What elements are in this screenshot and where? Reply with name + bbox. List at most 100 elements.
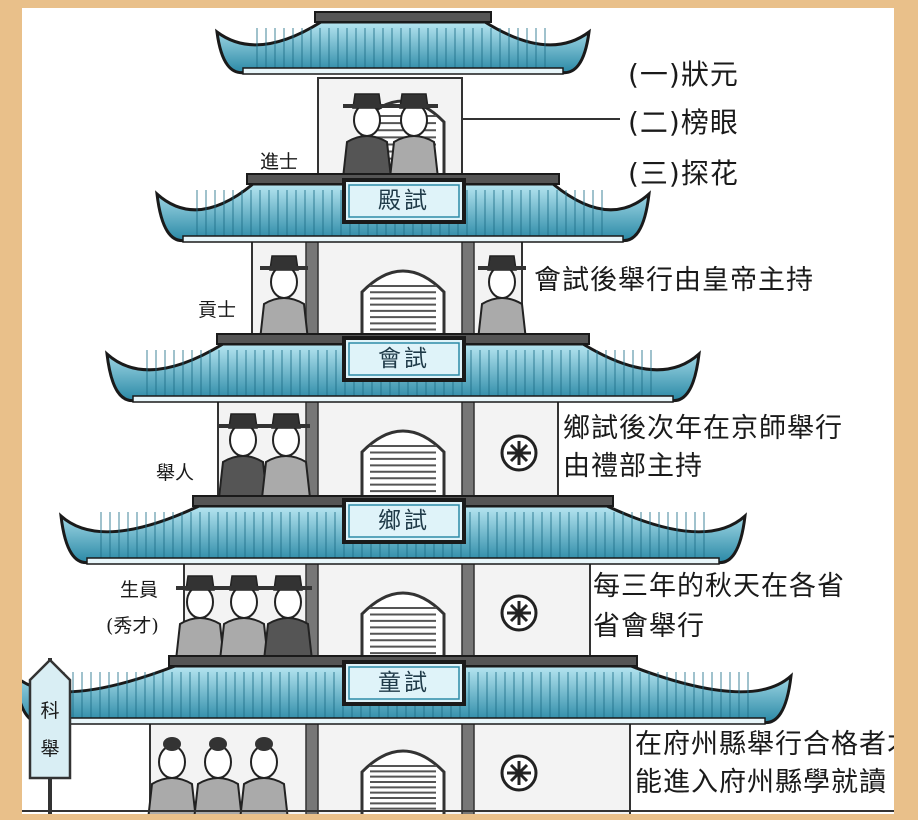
- flag-banner: [28, 658, 72, 780]
- figure-juren-2-head: [272, 423, 300, 457]
- figure-gongshi-left: [258, 255, 310, 341]
- figure-tongsheng-2-robe: [193, 777, 243, 814]
- desc-base-line1: 在府州縣舉行合格者才: [635, 729, 894, 760]
- figure-tongsheng-3-robe: [239, 777, 289, 814]
- flag-char-ju: 舉: [40, 738, 60, 760]
- figure-shengyuan-2-head: [230, 585, 258, 619]
- rank-label-gongshi: 貢士: [198, 299, 237, 321]
- title-bangyan: (二)榜眼: [628, 106, 739, 139]
- figure-tongsheng-1-hair: [163, 737, 181, 751]
- signboard-0: [342, 178, 466, 224]
- window-base-lattice: [507, 761, 531, 785]
- title-tanhua: (三)探花: [628, 157, 739, 190]
- figure-juren-1-robe: [217, 455, 269, 499]
- gate-provincial-arch: [360, 429, 446, 508]
- flag-char-ke: 科: [40, 700, 60, 722]
- figure-juren-1-head: [229, 423, 257, 457]
- window-provincial: [500, 434, 538, 472]
- gate-provincial: [360, 429, 446, 508]
- sign-county-exam: 童試: [378, 670, 430, 696]
- figure-tongsheng-2-hair: [209, 737, 227, 751]
- roof-county-eave: [40, 717, 766, 725]
- figure-palace-1-robe: [341, 135, 393, 179]
- figure-tongsheng-3-hair: [255, 737, 273, 751]
- desc-provincial-line2: 由禮部主持: [563, 451, 703, 482]
- window-provincial-lattice: [507, 441, 531, 465]
- figure-shengyuan-3: [262, 575, 314, 661]
- rank-label-jinshi: 進士: [260, 151, 299, 173]
- gate-metropolitan-arch: [360, 269, 446, 346]
- figure-shengyuan-3-robe: [262, 617, 314, 661]
- figure-shengyuan-1-head: [186, 585, 214, 619]
- figure-palace-2-hat-wings: [390, 104, 438, 108]
- gate-county-arch: [360, 591, 446, 670]
- sign-provincial-exam: 鄉試: [378, 508, 430, 534]
- pillar-7: [461, 719, 475, 814]
- figure-shengyuan-3-head: [274, 585, 302, 619]
- desc-provincial-line1: 鄉試後次年在京師舉行: [563, 413, 843, 444]
- desc-metropolitan-line1: 會試後舉行由皇帝主持: [534, 265, 814, 296]
- figure-shengyuan-2-robe: [218, 617, 270, 661]
- signboard-1: [342, 336, 466, 382]
- figure-palace-2: [388, 93, 440, 179]
- roof-metropolitan-eave: [132, 395, 674, 403]
- roof-top-ridge: [314, 11, 492, 23]
- desc-base-line2: 能進入府州縣學就讀: [635, 767, 887, 798]
- figure-juren-1-hat-wings: [219, 424, 267, 428]
- figure-gongshi-left-head: [270, 265, 298, 299]
- desc-county-line1: 每三年的秋天在各省: [593, 571, 845, 602]
- rank-label-shengyuan: 生員: [120, 579, 159, 601]
- roof-provincial-eave: [86, 557, 720, 565]
- figure-tongsheng-1: [147, 737, 197, 814]
- signboard-inner-3: [348, 666, 460, 700]
- figure-shengyuan-2-hat-wings: [220, 586, 268, 590]
- signboard-3: [342, 660, 466, 706]
- figure-shengyuan-1: [174, 575, 226, 661]
- rank-label-juren: 舉人: [156, 462, 195, 484]
- pillar-1: [461, 237, 475, 345]
- sign-metropolitan-exam: 會試: [378, 346, 430, 372]
- figure-palace-2-robe: [388, 135, 440, 179]
- rank-label-xiucai: (秀才): [106, 615, 159, 637]
- figure-tongsheng-2: [193, 737, 243, 814]
- figure-shengyuan-1-robe: [174, 617, 226, 661]
- figure-juren-1: [217, 413, 269, 499]
- signboard-inner-2: [348, 504, 460, 538]
- figure-shengyuan-2: [218, 575, 270, 661]
- pillar-5: [461, 559, 475, 669]
- imperial-exam-pagoda-diagram: [22, 11, 894, 814]
- figure-palace-1: [341, 93, 393, 179]
- desc-county-line2: 省會舉行: [593, 611, 705, 642]
- window-base: [500, 754, 538, 792]
- signboard-inner-0: [348, 184, 460, 218]
- signboard-inner-1: [348, 342, 460, 376]
- window-county: [500, 594, 538, 632]
- figure-tongsheng-3: [239, 737, 289, 814]
- roof-top: [215, 11, 591, 75]
- roof-palace-eave: [182, 235, 624, 243]
- figure-juren-2-hat-wings: [262, 424, 310, 428]
- gate-metropolitan: [360, 269, 446, 346]
- figure-palace-1-hat-wings: [343, 104, 391, 108]
- figure-shengyuan-3-hat-wings: [264, 586, 312, 590]
- sign-palace-exam: 殿試: [378, 188, 430, 214]
- roof-top-eave: [242, 67, 564, 75]
- figure-juren-2-robe: [260, 455, 312, 499]
- pillar-0: [305, 237, 319, 345]
- figure-gongshi-right: [476, 255, 528, 341]
- signboard-2: [342, 498, 466, 544]
- figure-palace-1-head: [353, 103, 381, 137]
- figure-tongsheng-1-robe: [147, 777, 197, 814]
- gate-base: [360, 749, 446, 814]
- figure-palace-2-head: [400, 103, 428, 137]
- pillar-6: [305, 719, 319, 814]
- figure-gongshi-right-head: [488, 265, 516, 299]
- figure-gongshi-right-hat-wings: [478, 266, 526, 270]
- figure-juren-2: [260, 413, 312, 499]
- figure-shengyuan-1-hat-wings: [176, 586, 224, 590]
- roof-top-shape: [215, 20, 591, 75]
- diagram-frame: 殿試 會試 鄉試 童試 進士 貢士 舉人 生員 (秀才) (一)狀元 (二)榜眼…: [22, 8, 894, 814]
- title-zhuangyuan: (一)狀元: [628, 58, 739, 91]
- pillar-3: [461, 397, 475, 507]
- window-county-lattice: [507, 601, 531, 625]
